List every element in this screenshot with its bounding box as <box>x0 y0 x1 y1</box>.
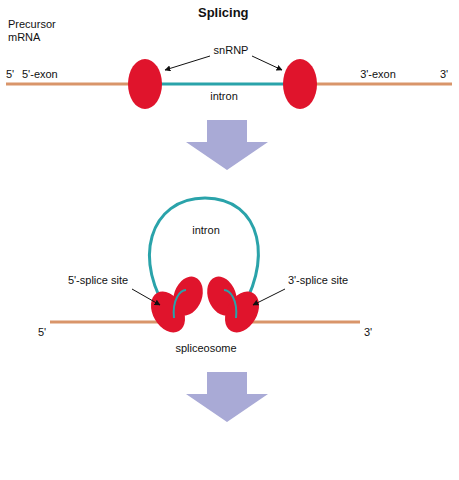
process-arrow <box>186 372 268 422</box>
site-label: 5'-splice site <box>68 274 128 287</box>
leader-line <box>252 56 282 70</box>
spliceosome-part <box>168 272 208 319</box>
complex-label: spliceosome <box>175 342 236 355</box>
snrnp-particle <box>128 59 162 109</box>
exon-strand <box>298 83 452 86</box>
intron-label: intron <box>192 224 220 237</box>
exon-strand <box>236 321 360 324</box>
end-label: 5' <box>38 326 46 339</box>
leader-line <box>253 289 285 305</box>
spliceosome-part <box>202 272 242 319</box>
title: Splicing <box>198 5 249 20</box>
end-label: 3' <box>440 68 448 81</box>
strand-name: Precursor mRNA <box>8 18 70 43</box>
exon-strand <box>50 321 172 324</box>
particle-label: snRNP <box>214 44 249 57</box>
intron-strand <box>224 290 236 318</box>
intron-strand <box>150 83 298 86</box>
exon-label: 3'-exon <box>360 68 396 81</box>
intron-label: intron <box>210 90 238 103</box>
snrnp-particle <box>283 59 317 109</box>
spliceosome-part <box>218 285 266 338</box>
end-label: 3' <box>364 326 372 339</box>
intron-strand <box>174 290 186 318</box>
leader-line <box>165 56 210 70</box>
process-arrow <box>186 120 268 170</box>
exon-label: 5'-exon <box>22 68 58 81</box>
end-label: 5' <box>6 68 14 81</box>
leader-line <box>132 289 160 305</box>
site-label: 3'-splice site <box>288 274 348 287</box>
